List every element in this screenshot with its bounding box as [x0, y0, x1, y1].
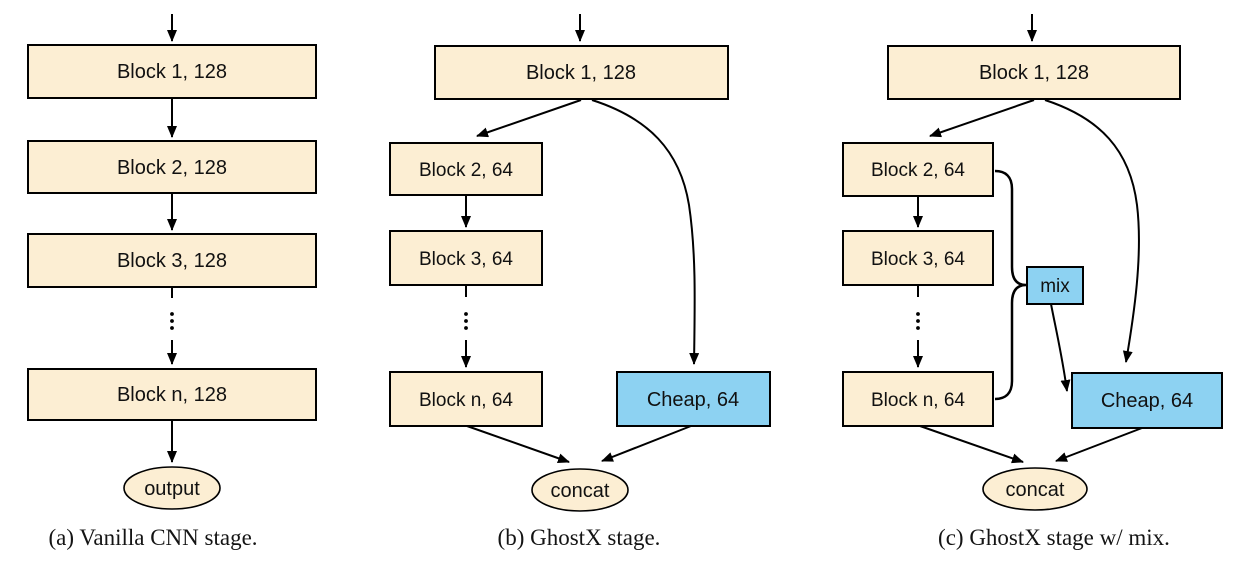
concat-label: concat: [551, 480, 610, 502]
brace-blocks-to-mix: [994, 169, 1027, 401]
block-1-label: Block 1, 128: [117, 61, 227, 83]
cheap-label: Cheap, 64: [647, 389, 739, 411]
split-arrow-left: [476, 99, 582, 138]
block-n-label: Block n, 64: [871, 390, 965, 411]
block-n-box: [27, 368, 317, 421]
cheap-box: [1071, 372, 1223, 429]
block-2-box: [27, 140, 317, 194]
vertical-ellipsis: [170, 312, 174, 330]
block-2-label: Block 2, 64: [871, 160, 965, 181]
caption-c: (c) GhostX stage w/ mix.: [938, 525, 1170, 550]
block-n-box: [842, 371, 994, 427]
mix-box: [1026, 266, 1084, 305]
concat-ellipse: [982, 467, 1088, 511]
block-2-box: [389, 142, 543, 196]
block-3-label: Block 3, 64: [419, 249, 513, 270]
block-3-label: Block 3, 64: [871, 249, 965, 270]
vertical-ellipsis: [916, 312, 920, 330]
cheap-label: Cheap, 64: [1101, 390, 1193, 412]
block-3-label: Block 3, 128: [117, 250, 227, 272]
block-1-label: Block 1, 128: [526, 62, 636, 84]
split-arrow-left: [929, 99, 1035, 138]
block-3-box: [389, 230, 543, 286]
block-2-box: [842, 142, 994, 197]
mix-label: mix: [1040, 276, 1070, 297]
panel-b: Block 1, 128 Block 2, 64 Block 3, 64 Blo…: [389, 14, 771, 550]
vertical-ellipsis: [464, 312, 468, 330]
caption-a: (a) Vanilla CNN stage.: [48, 525, 257, 550]
block-n-label: Block n, 128: [117, 384, 227, 406]
merge-arrow-right: [1055, 427, 1143, 462]
panel-c: Block 1, 128 Block 2, 64 Block 3, 64 Blo…: [842, 14, 1223, 550]
block-1-box: [434, 45, 729, 100]
block-2-label: Block 2, 128: [117, 157, 227, 179]
output-label: output: [144, 478, 200, 500]
block-2-label: Block 2, 64: [419, 160, 513, 181]
caption-b: (b) GhostX stage.: [498, 525, 661, 550]
concat-label: concat: [1006, 479, 1065, 501]
cheap-box: [616, 371, 771, 427]
merge-arrow-left: [466, 425, 570, 464]
merge-arrow-left: [919, 425, 1024, 464]
block-1-box: [887, 45, 1181, 100]
split-curve-to-cheap: [1044, 99, 1140, 363]
block-3-box: [27, 233, 317, 288]
output-ellipse: [123, 466, 221, 510]
panel-a: Block 1, 128 Block 2, 128 Block 3, 128 B…: [27, 14, 317, 550]
merge-arrow-right: [601, 425, 692, 462]
mix-to-cheap-arrow: [1050, 303, 1071, 392]
concat-ellipse: [531, 468, 629, 512]
block-n-label: Block n, 64: [419, 390, 513, 411]
block-1-label: Block 1, 128: [979, 62, 1089, 84]
block-n-box: [389, 371, 543, 427]
block-3-box: [842, 230, 994, 286]
split-curve-to-cheap: [591, 99, 700, 365]
